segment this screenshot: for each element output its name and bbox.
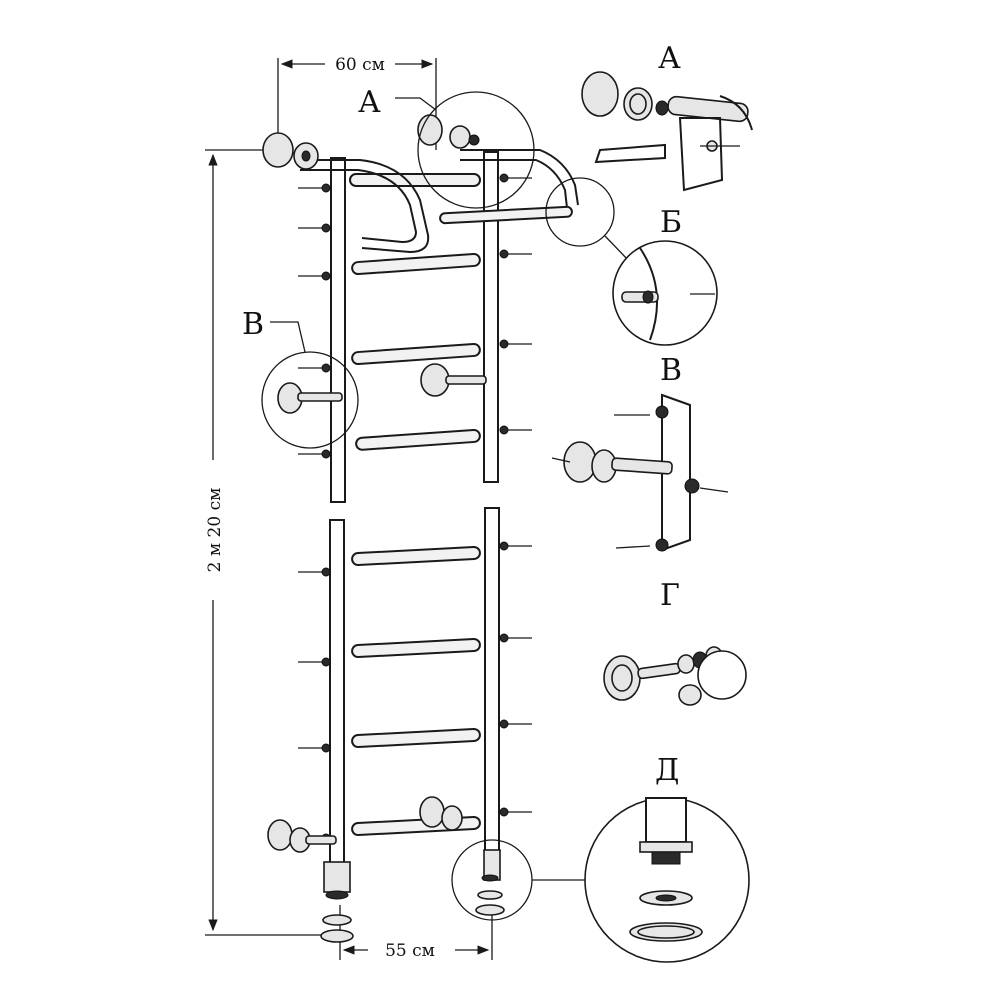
rung [351,637,481,659]
detail-a: А [581,41,753,192]
label-g-detail: Г [660,578,680,613]
rung [351,545,481,567]
bolt-nut [499,339,509,349]
top-width-label: 60 см [335,55,385,75]
bolt-nut [321,183,331,193]
rung [351,252,481,276]
height-dimension: 2 м 20 см [205,149,330,936]
zoom-circle-d-source [451,839,590,921]
detail-d: Д [584,753,750,963]
wall-plate [661,393,691,552]
bolt-nut [321,271,331,281]
bolt-nut [321,567,331,577]
bolt-nut [321,657,331,667]
bolt-nut [499,173,509,183]
bolt-nut [321,223,331,233]
wall-mounts [262,114,501,943]
detail-g: Г [603,578,747,706]
bolt-nut [499,249,509,259]
rung [351,727,481,749]
bolt-nut [499,633,509,643]
label-d-detail: Д [655,753,679,788]
bolt-nut [499,807,509,817]
bolt-nut [499,425,509,435]
zoom-circle-b-source [545,177,631,263]
detail-b-circle [612,240,718,346]
height-label: 2 м 20 см [205,488,225,573]
lower-ladder-section [329,507,500,866]
wall-flange [420,363,450,397]
wall-flange [267,819,293,851]
top-bent-bar-right [460,149,579,206]
label-v-detail: В [660,353,682,388]
lower-left-post [329,519,345,866]
wall-flange [262,132,294,168]
rung [351,342,481,366]
wall-flange [419,796,445,828]
bolt-nut [321,449,331,459]
top-bent-bar [300,159,430,254]
label-b-detail: Б [660,205,682,240]
bolt-nut [321,363,331,373]
zoom-circle-a: А [358,85,535,209]
rung [349,173,481,187]
upper-right-post [483,151,499,483]
label-a-detail: А [658,41,681,76]
floor-foot [323,861,351,893]
label-a-main: А [358,85,381,120]
zoom-circle-v: В [242,307,359,449]
top-width-dimension: 60 см [277,55,437,150]
bolt-nut [499,541,509,551]
detail-b: Б [612,205,718,346]
bolt-nut [321,743,331,753]
upper-left-post [330,157,346,503]
lower-right-post [484,507,500,854]
upper-ladder-section [300,149,579,503]
rung [355,428,481,451]
detail-v: В [551,353,729,552]
wall-brace-bar [439,205,573,225]
label-v-main: В [242,307,264,342]
bottom-width-label: 55 см [385,941,435,961]
bolt-nut [499,719,509,729]
wall-flange-detail [581,71,619,117]
